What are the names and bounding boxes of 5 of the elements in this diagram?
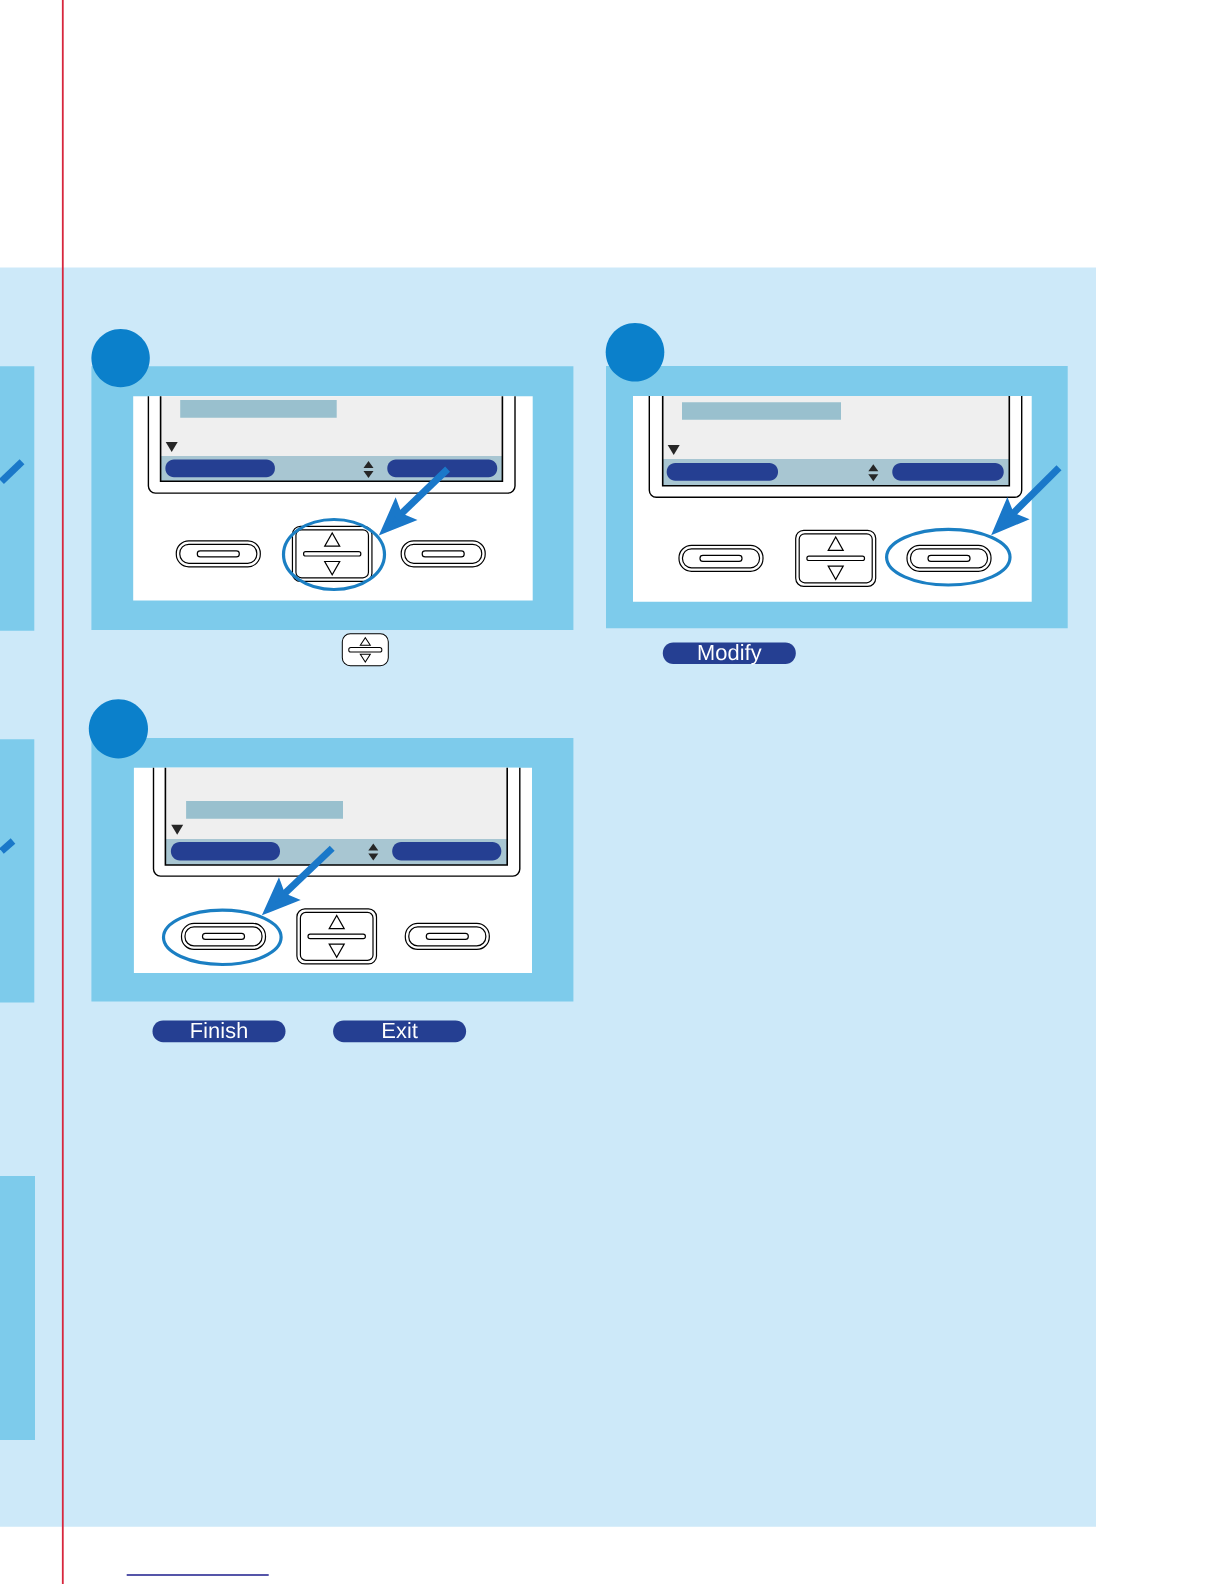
highlight-ring <box>161 908 283 967</box>
softkey-label: Finish <box>152 1020 286 1043</box>
highlight-ring <box>281 517 387 592</box>
softkey-label: Exit <box>333 1020 467 1043</box>
highlight-ring <box>885 527 1012 587</box>
